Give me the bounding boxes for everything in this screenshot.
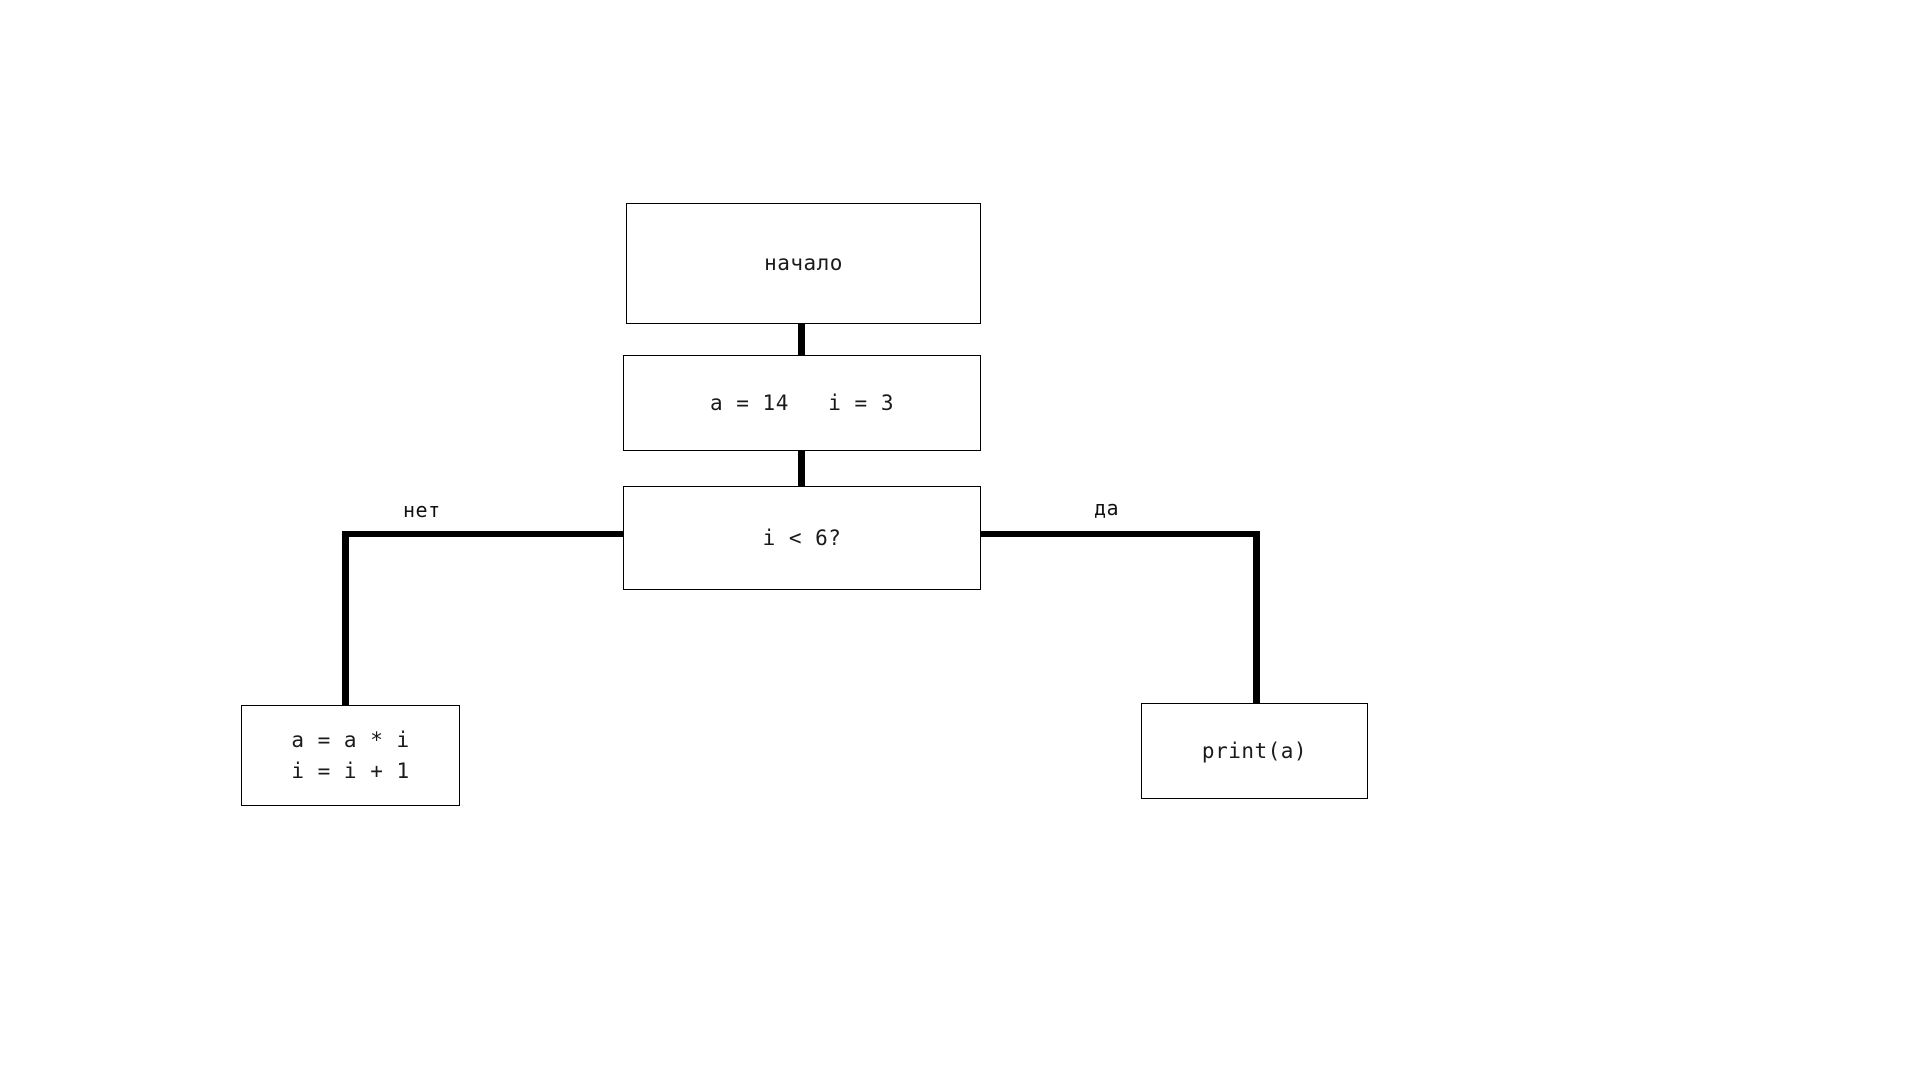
connector-start-to-init [798,320,805,356]
node-output-label: print(a) [1201,738,1308,763]
node-condition-label: i < 6? [762,525,842,550]
connector-init-to-condition [798,449,805,487]
node-init[interactable]: a = 14 i = 3 [623,355,981,451]
connector-condition-no-horizontal [342,531,630,537]
node-condition[interactable]: i < 6? [623,486,981,590]
connector-condition-no-vertical [342,531,349,709]
connector-condition-yes-vertical [1253,531,1260,707]
edge-label-no: нет [403,498,441,522]
node-output[interactable]: print(a) [1141,703,1368,799]
node-loop-body[interactable]: a = a * i i = i + 1 [241,705,460,806]
connector-condition-yes-horizontal [975,531,1260,537]
edge-label-yes: да [1094,496,1120,520]
node-start-label: начало [764,251,843,276]
node-start[interactable]: начало [626,203,981,324]
node-init-label: a = 14 i = 3 [709,390,894,415]
node-loop-body-label: a = a * i i = i + 1 [291,728,410,783]
